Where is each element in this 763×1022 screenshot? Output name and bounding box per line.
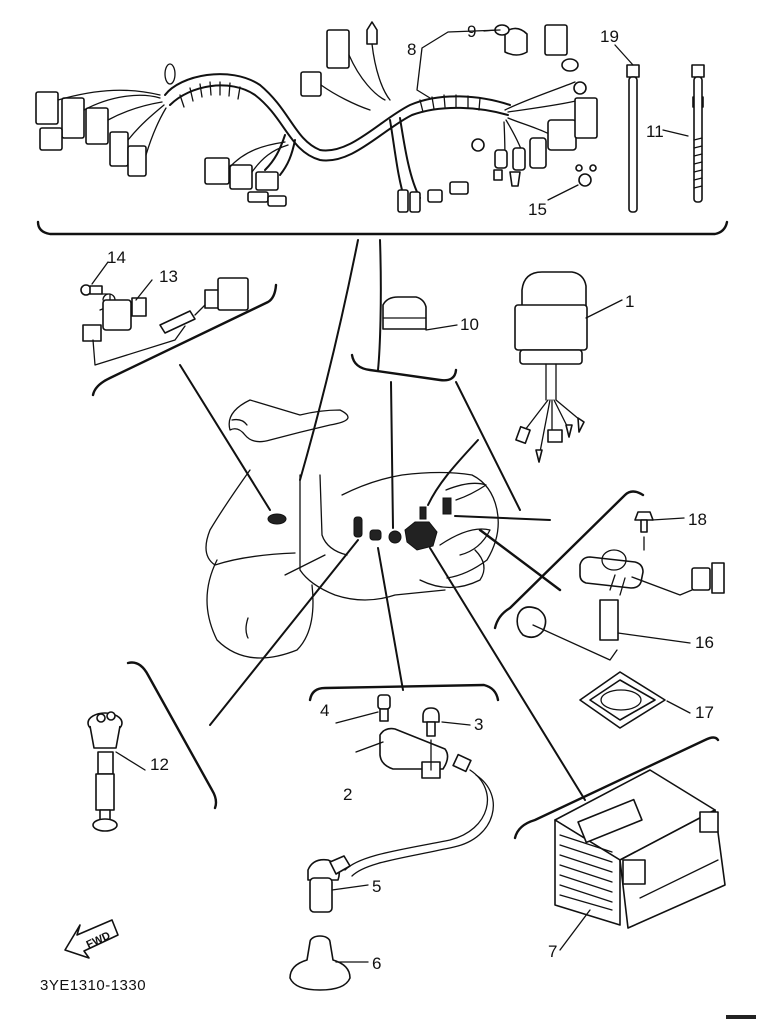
relay-bracket	[350, 296, 458, 382]
callout-2: 2	[343, 785, 352, 804]
fwd-arrow-icon: FWD	[64, 919, 119, 959]
bolt-3[interactable]	[422, 707, 440, 771]
callout-15: 15	[528, 200, 547, 219]
callout-10: 10	[460, 315, 479, 334]
callout-5: 5	[372, 877, 381, 896]
battery-bracket	[513, 736, 720, 840]
callout-4: 4	[320, 701, 329, 720]
sensor-group	[80, 277, 278, 397]
battery[interactable]	[554, 769, 726, 929]
leader-lines	[91, 29, 691, 963]
pointer-lines	[179, 239, 586, 801]
callout-labels: 1 2 3 4 5 6 7 8 9 10 11 12 13 14 15 16 1…	[107, 22, 714, 973]
screw-4[interactable]	[377, 694, 391, 722]
callout-16: 16	[695, 633, 714, 652]
bolt-18[interactable]	[634, 511, 654, 551]
callout-6: 6	[372, 954, 381, 973]
callout-18: 18	[688, 510, 707, 529]
callout-17: 17	[695, 703, 714, 722]
callout-13: 13	[159, 267, 178, 286]
fuel-sender-unit[interactable]	[516, 549, 725, 661]
gasket-17[interactable]	[579, 671, 666, 729]
band-19[interactable]	[626, 64, 640, 213]
cover-6[interactable]	[289, 935, 351, 991]
callout-11: 11	[646, 122, 664, 141]
switch-group	[126, 661, 218, 810]
fuel-sender-group	[478, 490, 645, 630]
callout-14: 14	[107, 248, 126, 267]
relay-unit[interactable]	[514, 271, 588, 463]
spark-plug-cap[interactable]	[307, 855, 351, 913]
callout-3: 3	[474, 715, 483, 734]
callout-12: 12	[150, 755, 169, 774]
corner-mark	[726, 1015, 756, 1019]
ignition-coil[interactable]	[344, 727, 494, 877]
callout-19: 19	[600, 27, 619, 46]
harness-bracket	[36, 220, 729, 236]
switch-12[interactable]	[87, 711, 123, 832]
callout-1: 1	[625, 292, 634, 311]
diagram-code: 3YE1310-1330	[40, 977, 146, 994]
clamp-part[interactable]	[575, 164, 597, 187]
ignition-coil-bracket	[308, 683, 500, 702]
callout-8: 8	[407, 40, 416, 59]
scooter-outline	[205, 399, 499, 659]
wire-harness[interactable]	[35, 21, 598, 213]
band-11[interactable]	[691, 64, 705, 203]
callout-9: 9	[467, 22, 476, 41]
callout-7: 7	[548, 942, 557, 961]
